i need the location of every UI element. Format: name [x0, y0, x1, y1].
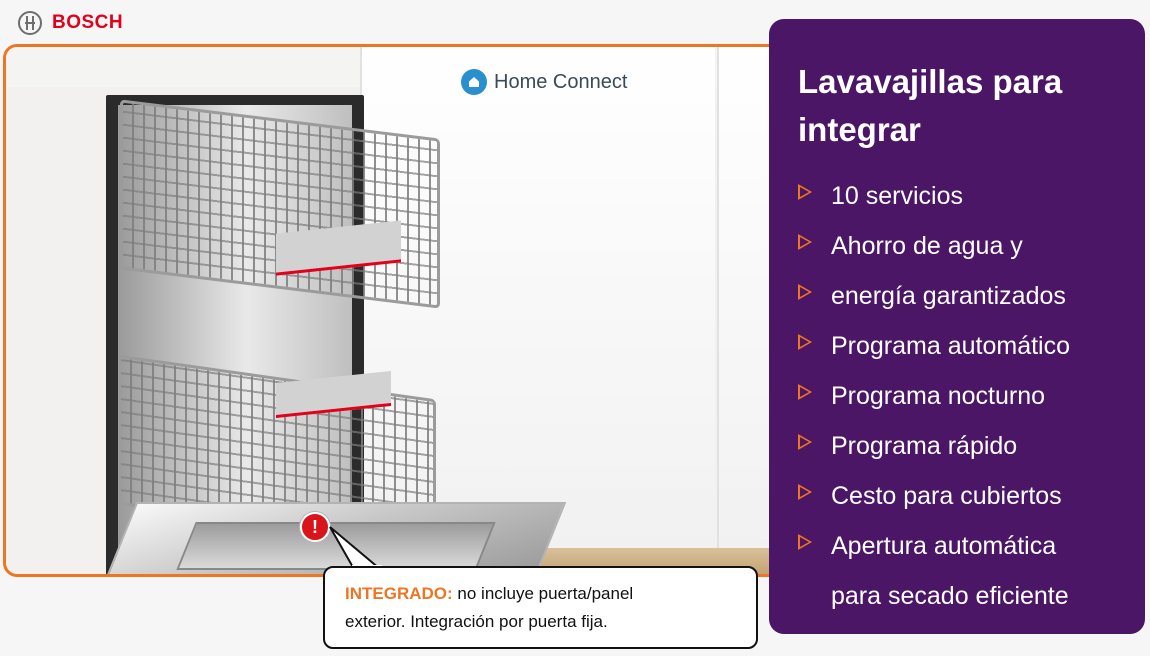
feature-item: para secado eficiente [798, 572, 1125, 622]
feature-text: Cesto para cubiertos [831, 482, 1062, 511]
feature-list: 10 servicios Ahorro de agua y energía ga… [798, 172, 1125, 622]
panel-title-line2: integrar [798, 110, 921, 148]
feature-item: Ahorro de agua y [798, 222, 1125, 272]
feature-text: 10 servicios [831, 182, 963, 211]
brand-name: BOSCH [52, 12, 124, 33]
panel-title: Lavavajillas para integrar [798, 58, 1125, 154]
feature-item: Programa rápido [798, 422, 1125, 472]
product-photo: Home Connect [3, 44, 793, 577]
triangle-bullet-icon [798, 284, 831, 310]
integration-note: INTEGRADO: no incluye puerta/panel exter… [323, 566, 758, 649]
home-connect-icon [461, 69, 487, 95]
feature-text: Programa nocturno [831, 382, 1046, 411]
warning-icon: ! [300, 512, 330, 542]
feature-item: Programa automático [798, 322, 1125, 372]
brand-header: BOSCH [18, 10, 123, 36]
triangle-bullet-icon [798, 334, 831, 360]
triangle-bullet-icon [798, 184, 831, 210]
triangle-bullet-icon [798, 384, 831, 410]
integration-label: INTEGRADO: [345, 584, 453, 603]
triangle-bullet-icon [798, 434, 831, 460]
home-connect-label: Home Connect [494, 70, 628, 93]
integration-text-line2: exterior. Integración por puerta fija. [345, 612, 608, 632]
feature-text: Programa automático [831, 332, 1071, 361]
callout-pointer [329, 526, 382, 569]
integration-text-line1: no incluye puerta/panel [457, 584, 634, 603]
feature-item: Apertura automática [798, 522, 1125, 572]
feature-text: Ahorro de agua y [831, 232, 1023, 261]
panel-title-line1: Lavavajillas para [798, 63, 1063, 100]
feature-item: Cesto para cubiertos [798, 472, 1125, 522]
feature-text: Programa rápido [831, 432, 1018, 461]
feature-text: para secado eficiente [831, 582, 1069, 611]
feature-item: Programa nocturno [798, 372, 1125, 422]
feature-panel: Lavavajillas para integrar 10 servicios … [769, 19, 1145, 634]
bosch-logo-icon [18, 11, 42, 35]
triangle-bullet-icon [798, 234, 831, 260]
home-connect-badge: Home Connect [461, 69, 627, 95]
feature-text: Apertura automática [831, 532, 1057, 561]
triangle-bullet-icon [798, 534, 831, 560]
feature-item: energía garantizados [798, 272, 1125, 322]
feature-text: energía garantizados [831, 282, 1066, 311]
feature-item: 10 servicios [798, 172, 1125, 222]
triangle-bullet-icon [798, 484, 831, 510]
